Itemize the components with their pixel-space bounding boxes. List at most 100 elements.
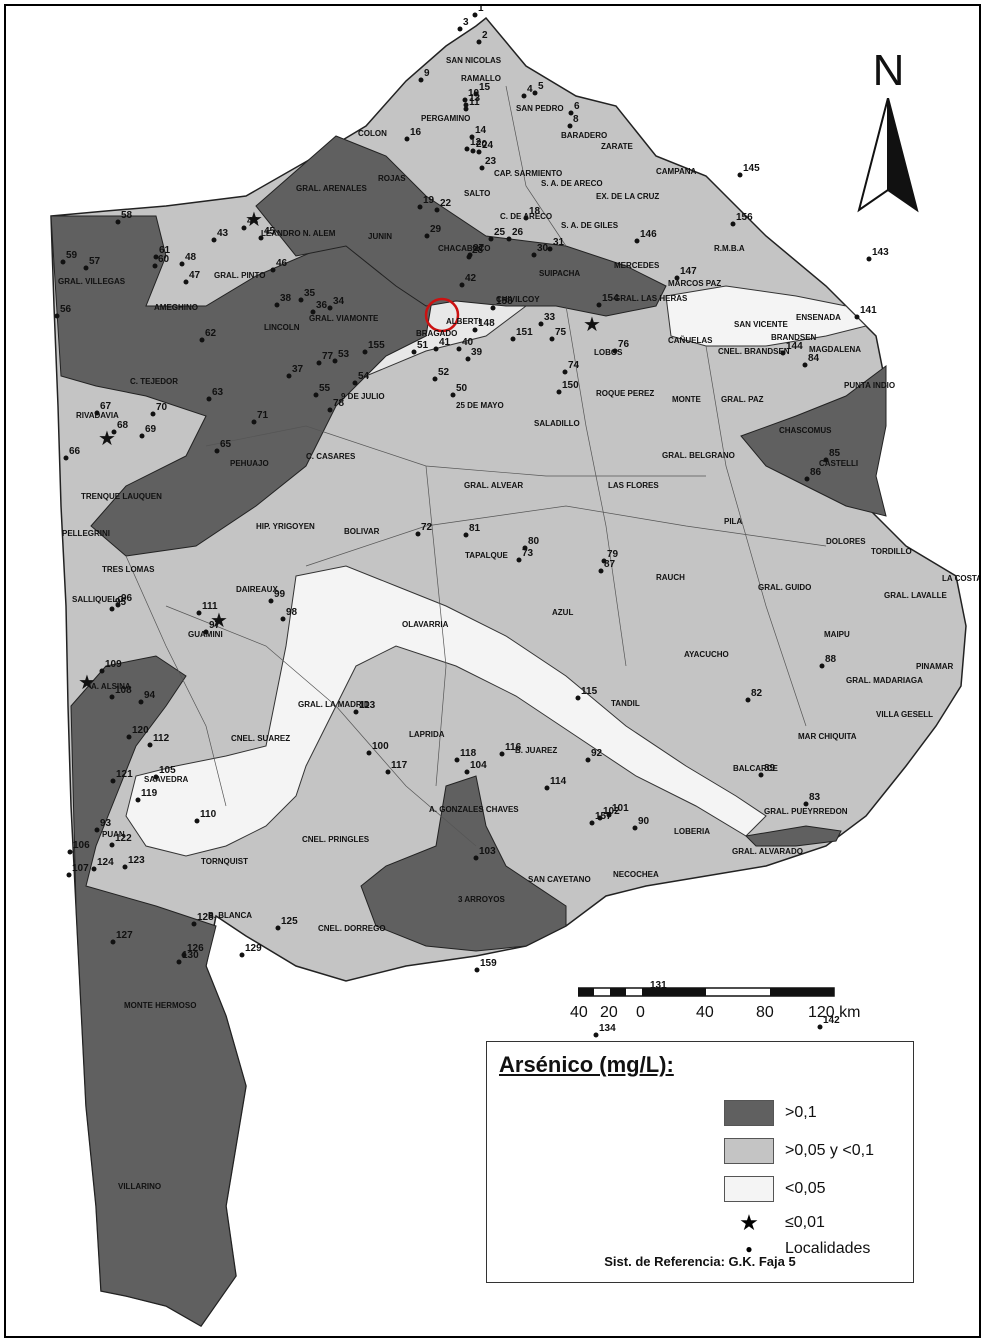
locality-number: 53 (338, 349, 350, 360)
locality-dot (823, 457, 829, 463)
legend-label: >0,1 (785, 1104, 817, 1121)
legend-item-low: <0,05 (487, 1176, 913, 1206)
place-name-label: GRAL. BELGRANO (662, 451, 735, 460)
place-name-label: AZUL (552, 608, 573, 617)
place-name-label: DAIREAUX (236, 585, 278, 594)
locality-dot (465, 356, 471, 362)
legend-swatch-mid (724, 1138, 774, 1164)
locality-dot (758, 772, 764, 778)
locality-number: 71 (257, 410, 269, 421)
place-name-label: OLAVARRIA (402, 620, 449, 629)
locality-dot (298, 297, 304, 303)
locality-dot (109, 606, 115, 612)
locality-number: 118 (460, 748, 477, 759)
locality-dot (730, 221, 736, 227)
north-arrow: N (851, 46, 926, 216)
locality-number: 35 (304, 288, 316, 299)
locality-number: 63 (212, 387, 224, 398)
locality-dot (472, 327, 478, 333)
locality-number: 74 (568, 360, 580, 371)
locality-number: 37 (292, 364, 304, 375)
place-name-label: MAGDALENA (809, 345, 861, 354)
place-name-label: AYACUCHO (684, 650, 729, 659)
locality-dot (434, 207, 440, 213)
place-name-label: ENSENADA (796, 313, 841, 322)
locality-number: 8 (573, 114, 579, 125)
locality-number: 159 (480, 958, 497, 969)
locality-number: 59 (66, 250, 78, 261)
locality-number: 12 (470, 137, 482, 148)
locality-number: 40 (462, 337, 474, 348)
place-name-label: GRAL. VIAMONTE (309, 314, 379, 323)
locality-dot (516, 557, 522, 563)
place-name-label: LAPRIDA (409, 730, 445, 739)
locality-number: 76 (618, 339, 630, 350)
locality-dot (258, 235, 264, 241)
locality-number: 34 (333, 296, 345, 307)
locality-dot (634, 238, 640, 244)
locality-number: 98 (286, 607, 298, 618)
place-name-label: SUIPACHA (539, 269, 580, 278)
locality-number: 5 (538, 81, 544, 92)
locality-dot (538, 321, 544, 327)
locality-dot (780, 350, 786, 356)
locality-number: 4 (527, 84, 533, 95)
locality-dot (152, 263, 158, 269)
locality-number: 33 (544, 312, 556, 323)
locality-dot (176, 959, 182, 965)
place-name-label: LEANDRO N. ALEM (261, 229, 336, 238)
locality-dot (94, 827, 100, 833)
locality-number: 87 (604, 559, 616, 570)
locality-dot (479, 165, 485, 171)
locality-number: 46 (276, 258, 288, 269)
locality-number: 45 (264, 226, 276, 237)
place-name-label: PUAN (102, 830, 125, 839)
place-name-label: JUNIN (368, 232, 392, 241)
locality-number: 108 (115, 685, 132, 696)
locality-dot (593, 1032, 599, 1038)
locality-number: 16 (410, 127, 422, 138)
locality-number: 83 (809, 792, 821, 803)
place-name-label: MAIPU (824, 630, 850, 639)
locality-dot (854, 314, 860, 320)
locality-number: 47 (189, 270, 201, 281)
locality-dot (585, 757, 591, 763)
locality-dot (274, 302, 280, 308)
locality-number: 15 (479, 82, 491, 93)
locality-number: 154 (602, 293, 619, 304)
locality-number: 54 (358, 371, 370, 382)
locality-number: 99 (274, 589, 286, 600)
locality-dot (490, 305, 496, 311)
place-name-label: DOLORES (826, 537, 866, 546)
partido-boundaries (125, 85, 827, 847)
locality-dot (469, 134, 475, 140)
locality-dot (67, 849, 73, 855)
legend-label: Localidades (785, 1240, 871, 1257)
locality-dot (549, 336, 555, 342)
locality-dot (268, 598, 274, 604)
locality-number: 111 (202, 601, 218, 612)
locality-number: 44 (247, 216, 259, 227)
place-name-label: MONTE HERMOSO (124, 1001, 196, 1010)
place-name-label: SAN NICOLAS (446, 56, 502, 65)
locality-number: 95 (115, 597, 127, 608)
place-name-label: SAAVEDRA (144, 775, 189, 784)
locality-number: 30 (537, 243, 549, 254)
legend-label: >0,05 y <0,1 (785, 1142, 874, 1159)
place-name-label: TORNQUIST (201, 857, 248, 866)
place-name-label: 25 DE MAYO (456, 401, 504, 410)
locality-number: 113 (359, 700, 376, 711)
locality-dot (211, 237, 217, 243)
locality-number: 1 (478, 6, 484, 14)
place-name-label: MAR CHIQUITA (798, 732, 857, 741)
locality-dot (139, 433, 145, 439)
locality-number: 117 (391, 760, 408, 771)
locality-number: 43 (217, 228, 229, 239)
place-name-label: GRAL. PINTO (214, 271, 265, 280)
low-zone-east (665, 285, 867, 347)
locality-number: 26 (512, 227, 524, 238)
locality-dot (606, 812, 612, 818)
locality-dot (432, 376, 438, 382)
place-name-label: NECOCHEA (613, 870, 659, 879)
place-name-label: GRAL. PAZ (721, 395, 764, 404)
